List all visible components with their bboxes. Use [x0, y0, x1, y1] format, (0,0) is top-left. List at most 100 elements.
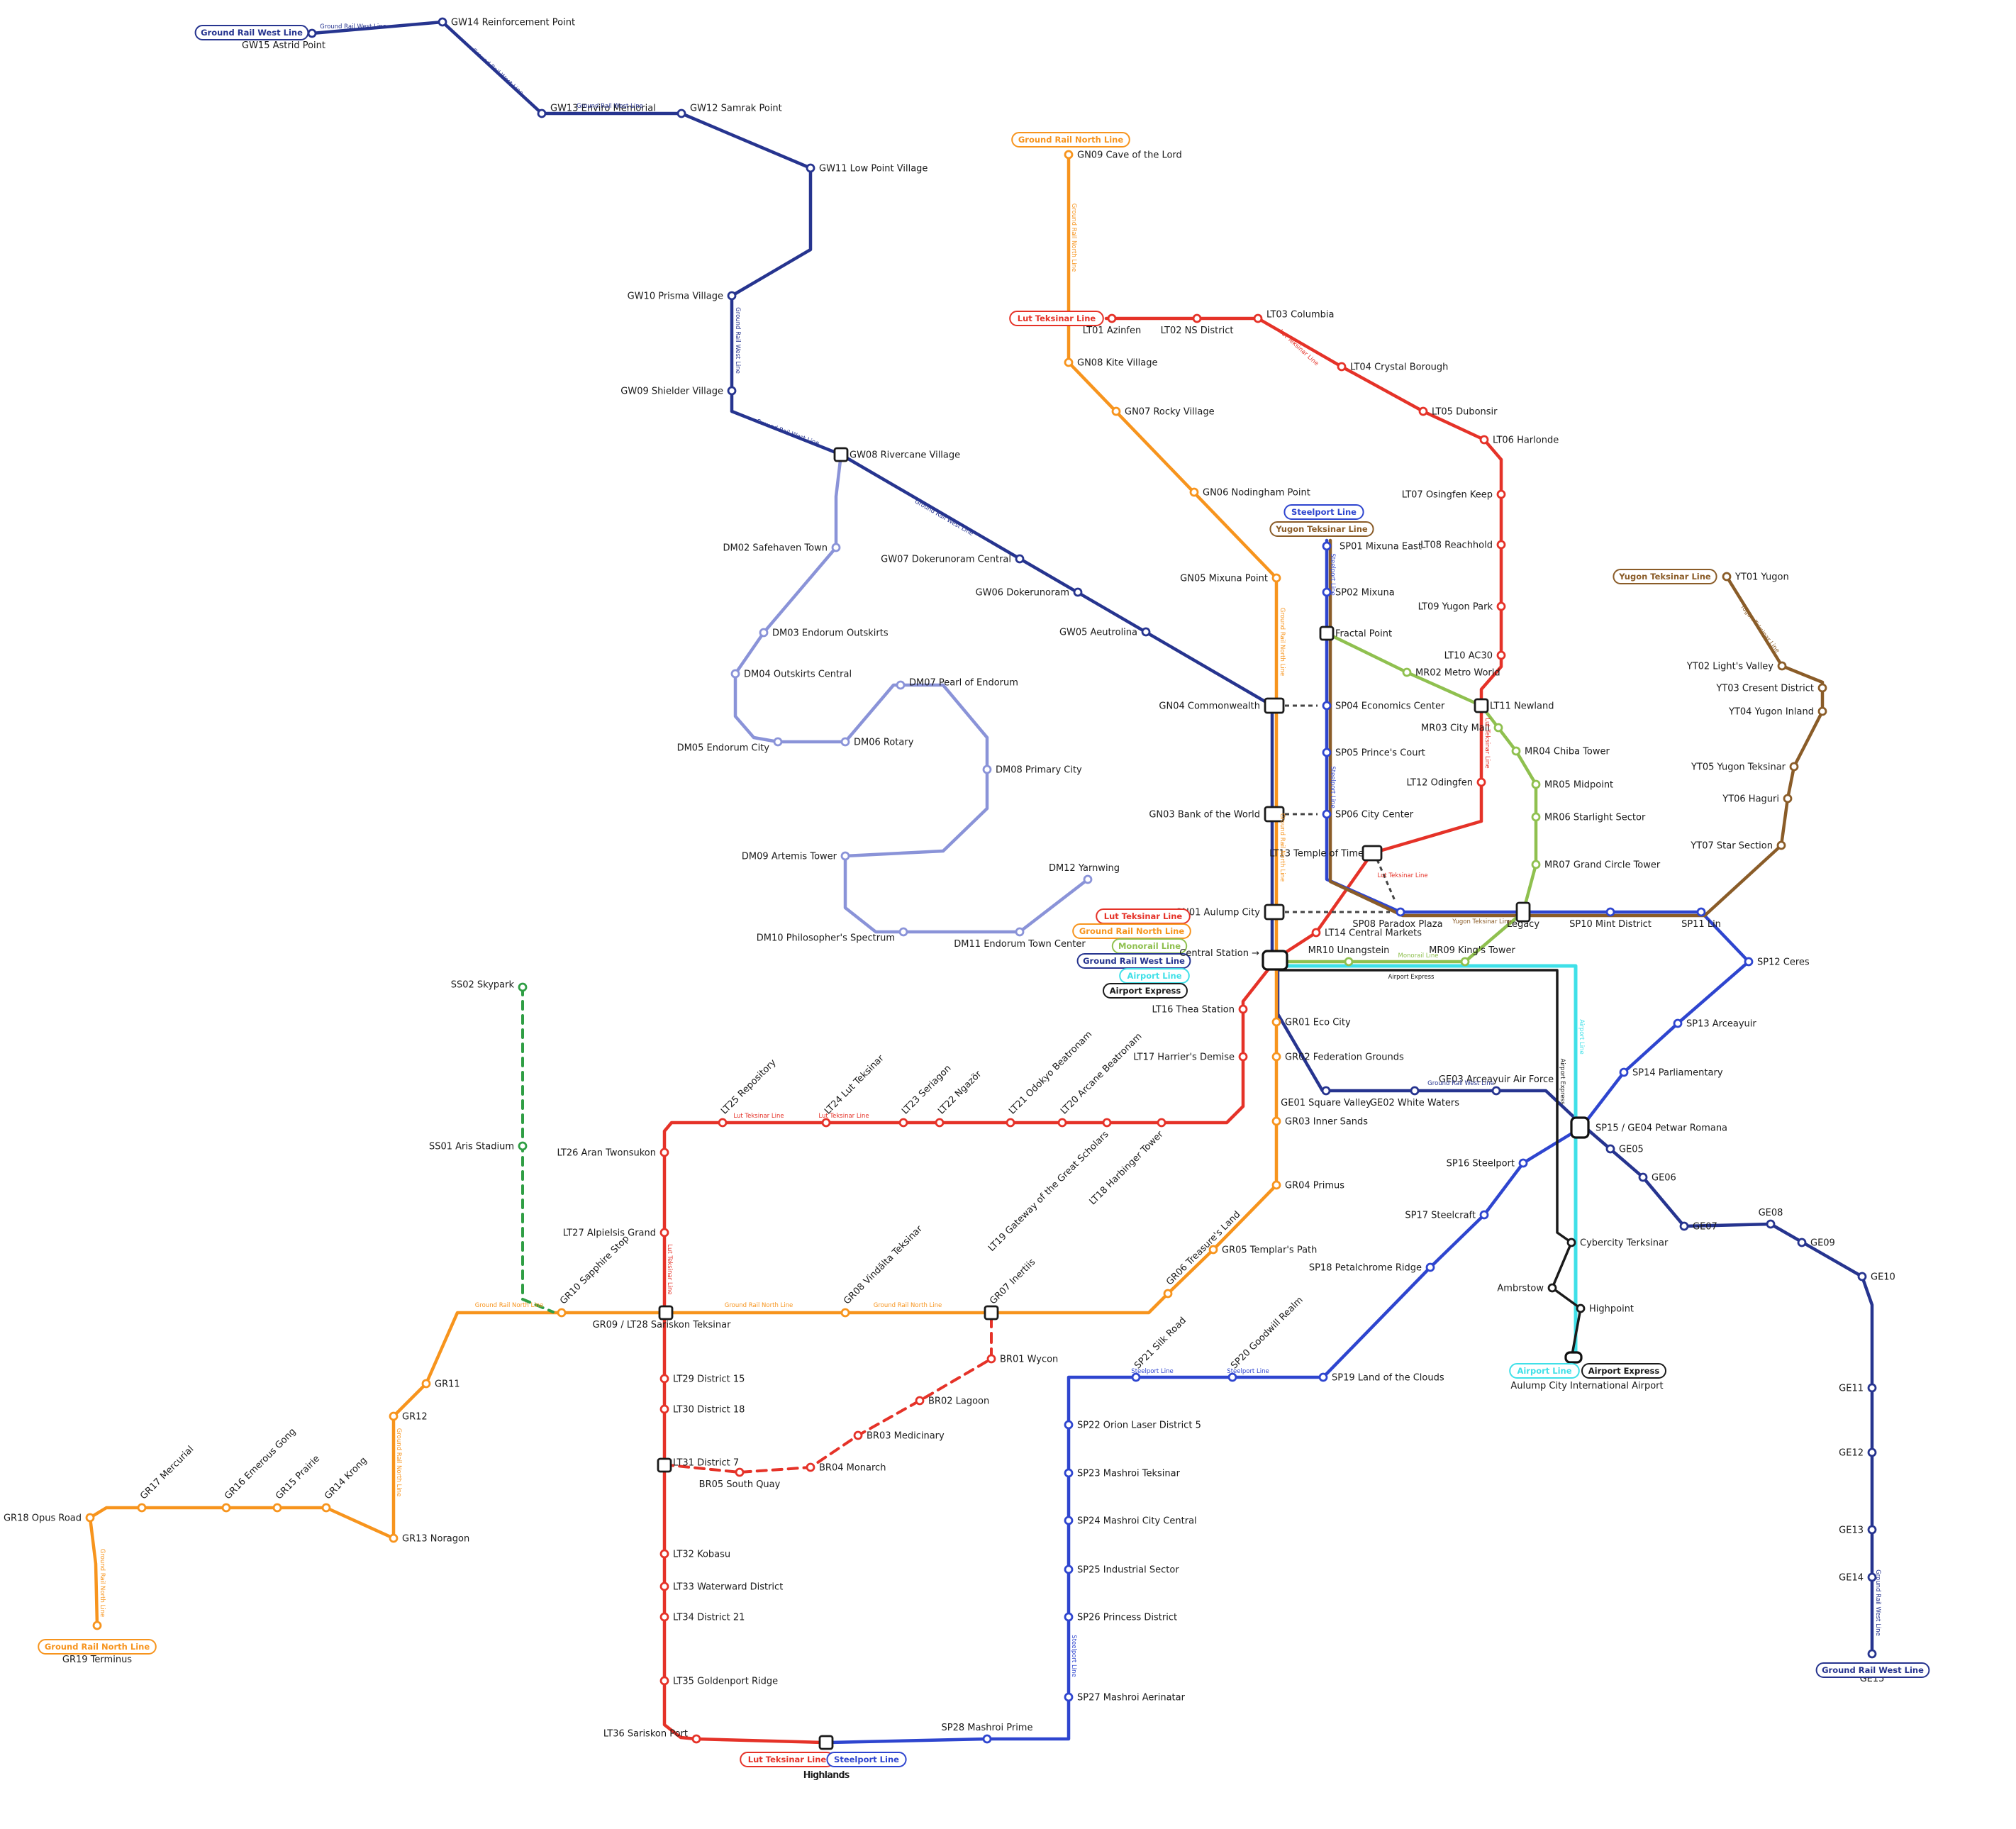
line-name-label-lut-teksinar-line: Lut Teksinar Line [666, 1244, 673, 1294]
station-gr11 [421, 1379, 431, 1389]
map-text-highlands: Highlands [804, 1770, 850, 1781]
station-sp02-mixuna [1322, 587, 1332, 597]
station-label-dm03-endorum-outskirts: DM03 Endorum Outskirts [772, 628, 889, 639]
station-gw13-enviro-memorial [537, 109, 547, 118]
station-lt17-harrier-s-demise [1238, 1052, 1248, 1062]
station-label-dm04-outskirts-central: DM04 Outskirts Central [744, 669, 852, 680]
line-name-label-airport-express: Airport Express [1388, 974, 1435, 981]
station-label-dm12-yarnwing: DM12 Yarnwing [1049, 863, 1120, 874]
line-airport-line [1278, 964, 1578, 1361]
station-ge13 [1867, 1525, 1877, 1535]
line-badge-label-lut-teksinar-line: Lut Teksinar Line [1018, 313, 1096, 323]
line-badge-label-monorail-line: Monorail Line [1118, 941, 1181, 951]
station-label-lt16-thea-station: LT16 Thea Station [1152, 1005, 1235, 1016]
station-label-dm08-primary-city: DM08 Primary City [996, 765, 1082, 776]
station-lt25-repository [718, 1118, 728, 1128]
station-gr14-krong [321, 1503, 331, 1513]
station-lt04-crystal-borough [1337, 362, 1347, 372]
station-legacy [1515, 901, 1531, 923]
line-name-label-lut-teksinar-line: Lut Teksinar Line [818, 1113, 869, 1120]
station-dm11-endorum-town-center [1015, 927, 1025, 937]
station-sp08-paradox-plaza [1396, 907, 1405, 917]
line-name-label-ground-rail-west-line: Ground Rail West Line [470, 47, 524, 96]
line-badge-label-ground-rail-west-line: Ground Rail West Line [1822, 1665, 1924, 1675]
station-label-gn06-nodingham-point: GN06 Nodingham Point [1203, 488, 1310, 499]
line-name-label-airport-express: Airport Express [1559, 1059, 1566, 1106]
station-label-lt01-azinfen: LT01 Azinfen [1083, 326, 1141, 336]
station-lt36-sariskon-port [691, 1734, 701, 1744]
station-gr13-noragon [389, 1533, 399, 1543]
station-label-lt10-ac30: LT10 AC30 [1444, 651, 1493, 662]
station-gw05-aeutrolina [1141, 627, 1151, 637]
station-label-sp18-petalchrome-ridge: SP18 Petalchrome Ridge [1309, 1263, 1422, 1274]
line-badge-steelport-line [1283, 504, 1364, 520]
station-sp13-arceayuir [1673, 1018, 1683, 1028]
line-badge-airport-express [1581, 1363, 1666, 1379]
line-name-label-ground-rail-west-line: Ground Rail West Line [1874, 1569, 1881, 1636]
station-lt24-lut-teksinar [821, 1118, 831, 1128]
station-label-sp27-mashroi-aerinatar: SP27 Mashroi Aerinatar [1077, 1693, 1186, 1703]
station-gw11-low-point-village [806, 163, 815, 173]
line-name-label-ground-rail-north-line: Ground Rail North Line [1279, 608, 1286, 677]
station-gr04-primus [1271, 1180, 1281, 1190]
station-gr19-terminus [92, 1620, 102, 1630]
line-badge-label-airport-express: Airport Express [1588, 1366, 1660, 1376]
station-label-lt07-osingfen-keep: LT07 Osingfen Keep [1402, 490, 1493, 501]
station-label-sp25-industrial-sector: SP25 Industrial Sector [1077, 1565, 1179, 1576]
station-label-lt29-district-15: LT29 District 15 [673, 1374, 745, 1385]
station-lt09-yugon-park [1496, 601, 1506, 611]
station-label-gn07-rocky-village: GN07 Rocky Village [1125, 407, 1215, 418]
line-ground-rail-west [310, 20, 1274, 953]
station-label-gn04-commonwealth: GN04 Commonwealth [1159, 701, 1260, 712]
station-label-gr19-terminus: GR19 Terminus [62, 1655, 132, 1665]
station-label-sp05-prince-s-court: SP05 Prince's Court [1335, 748, 1425, 759]
station-label-fractal-point: Fractal Point [1335, 629, 1392, 640]
line-endorum-branch [733, 452, 1090, 934]
line-name-label-ground-rail-west-line: Ground Rail West Line [913, 499, 974, 538]
station-gr18-opus-road [85, 1513, 95, 1523]
station-label-gn08-kite-village: GN08 Kite Village [1077, 358, 1158, 369]
station-highpoint [1576, 1303, 1586, 1313]
station-label-gw06-dokerunoram: GW06 Dokerunoram [976, 588, 1069, 599]
station-label-sp16-steelport: SP16 Steelport [1447, 1159, 1515, 1169]
line-badge-label-yugon-teksinar-line: Yugon Teksinar Line [1618, 572, 1711, 582]
station-lt22-ngaz-r [935, 1118, 945, 1128]
station-yt04-yugon-inland [1817, 706, 1827, 716]
station-label-lt30-district-18: LT30 District 18 [673, 1405, 745, 1416]
line-badge-label-airport-line: Airport Line [1127, 971, 1181, 981]
station-label-sp28-mashroi-prime: SP28 Mashroi Prime [942, 1723, 1033, 1733]
station-gr09-lt28-sariskon-teksinar [658, 1305, 674, 1321]
station-label-sp15-ge04-petwar-romana: SP15 / GE04 Petwar Romana [1595, 1123, 1727, 1134]
line-name-label-ground-rail-west-line: Ground Rail West Line [320, 23, 386, 30]
station-dm12-yarnwing [1083, 874, 1093, 884]
station-sp20-goodwill-realm [1227, 1372, 1237, 1382]
line-badge-label-ground-rail-north-line: Ground Rail North Line [1018, 135, 1123, 145]
station-lt30-district-18 [659, 1404, 669, 1414]
line-name-label-ground-rail-north-line: Ground Rail North Line [874, 1302, 942, 1309]
station-label-gw11-low-point-village: GW11 Low Point Village [819, 164, 928, 174]
station-yt01-yugon [1722, 572, 1732, 582]
station-label-sp20-goodwill-realm: SP20 Goodwill Realm [1229, 1295, 1305, 1372]
station-label-gr09-lt28-sariskon-teksinar: GR09 / LT28 Sariskon Teksinar [593, 1320, 732, 1330]
station-label-lt25-repository: LT25 Repository [719, 1057, 779, 1117]
station-sp14-parliamentary [1619, 1067, 1629, 1077]
station-label-lt06-harlonde: LT06 Harlonde [1493, 435, 1559, 446]
station-label-sp17-steelcraft: SP17 Steelcraft [1405, 1211, 1476, 1221]
line-name-label-ground-rail-west-line: Ground Rail West Line [755, 418, 820, 447]
station-ge09 [1797, 1238, 1807, 1247]
station-gw14-reinforcement-point [438, 17, 447, 27]
line-badge-label-ground-rail-west-line: Ground Rail West Line [201, 28, 303, 38]
station-label-sp14-parliamentary: SP14 Parliamentary [1632, 1068, 1723, 1079]
station-ge12 [1867, 1447, 1877, 1457]
station-mr07-grand-circle-tower [1531, 860, 1541, 869]
line-lut-teksinar [1104, 316, 1503, 960]
station-label-lt08-reachhold: LT08 Reachhold [1420, 540, 1493, 551]
line-badge-airport-express [1103, 983, 1188, 999]
line-name-label-monorail-line: Monorail Line [1398, 952, 1439, 960]
line-badge-label-steelport-line: Steelport Line [834, 1755, 899, 1764]
station-cybercity-terksinar [1566, 1238, 1576, 1247]
line-name-label-ground-rail-north-line: Ground Rail North Line [1279, 813, 1286, 882]
station-ge07 [1679, 1221, 1689, 1231]
station-label-gr03-inner-sands: GR03 Inner Sands [1285, 1117, 1368, 1128]
station-gn04-commonwealth [1264, 697, 1285, 714]
